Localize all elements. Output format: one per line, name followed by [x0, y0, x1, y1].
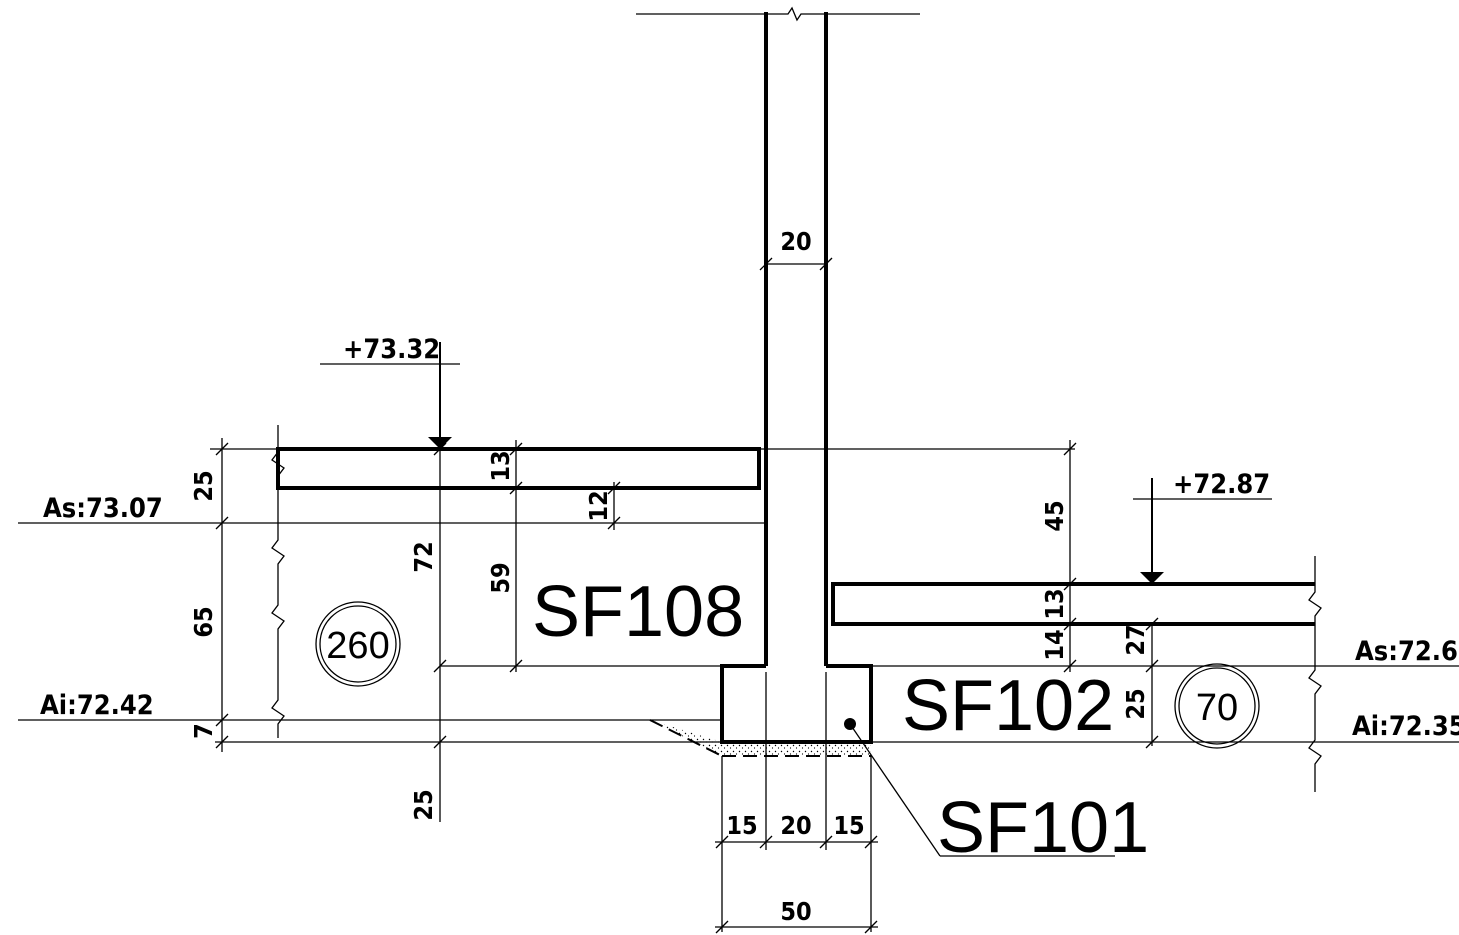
circle-label-70: 70 [1196, 687, 1238, 729]
dim-25-top: 25 [189, 470, 218, 501]
dim-45: 45 [1040, 500, 1069, 531]
elevation-ai-right: Ai:72.35 [1352, 711, 1459, 742]
dim-25-low: 25 [409, 789, 438, 820]
tag-sf101: SF101 [937, 788, 1149, 868]
elevation-ai-left: Ai:72.42 [40, 690, 154, 721]
dim-foot-15-left: 15 [726, 811, 757, 840]
level-label-top-left: +73.32 [343, 334, 440, 365]
dim-25-right: 25 [1121, 688, 1150, 719]
dim-14: 14 [1040, 629, 1069, 660]
dim-72: 72 [409, 541, 438, 572]
level-marker-right: +72.87 [1133, 469, 1272, 584]
dim-foot-15-right: 15 [833, 811, 864, 840]
dim-59: 59 [486, 562, 515, 593]
circle-marker-70: 70 [1174, 663, 1260, 749]
circle-label-260: 260 [326, 625, 389, 667]
dim-27: 27 [1121, 624, 1150, 655]
dim-13-right: 13 [1040, 588, 1069, 619]
dim-7: 7 [189, 723, 218, 739]
right-slab [831, 556, 1459, 792]
elevation-as-right: As:72.60 [1355, 636, 1459, 667]
wall [636, 6, 920, 666]
dim-65: 65 [189, 606, 218, 637]
dim-wall-20: 20 [780, 227, 811, 256]
circle-marker-260: 260 [315, 601, 401, 687]
level-marker-left: +73.32 [320, 334, 460, 449]
dim-foot-50: 50 [780, 897, 811, 926]
tag-sf102: SF102 [902, 666, 1114, 746]
level-label-top-right: +72.87 [1173, 469, 1270, 500]
left-slab [18, 425, 1075, 743]
dimension-lines [210, 257, 1159, 934]
dim-foot-20: 20 [780, 811, 811, 840]
tag-sf108: SF108 [532, 572, 744, 652]
dim-13-left: 13 [486, 450, 515, 481]
elevation-as-left: As:73.07 [43, 493, 163, 524]
dim-12: 12 [584, 490, 613, 521]
